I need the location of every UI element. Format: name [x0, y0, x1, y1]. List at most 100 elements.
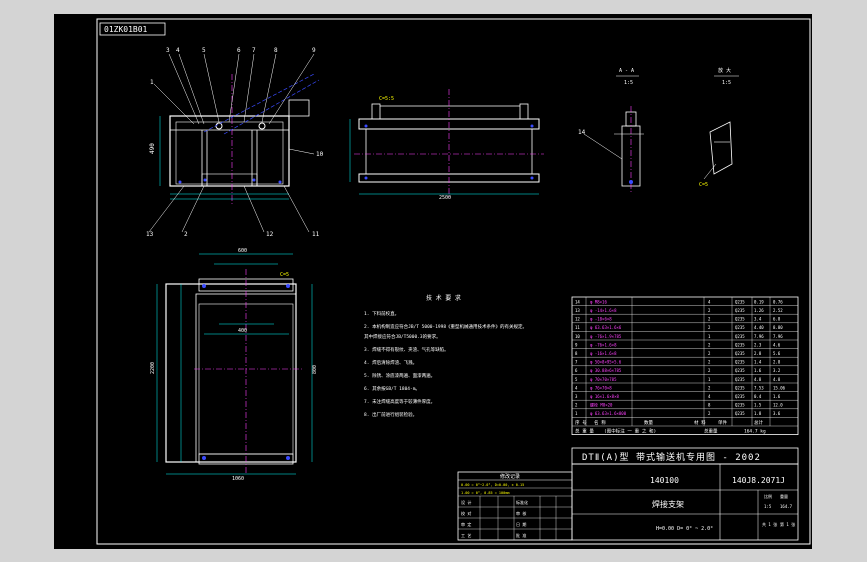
svg-text:A - A: A - A	[619, 68, 634, 74]
svg-text:8. 出厂前进行组装检验。: 8. 出厂前进行组装检验。	[364, 411, 417, 418]
part-name: 焊接支架	[652, 499, 684, 509]
bom-cell: 0.19	[754, 299, 764, 304]
svg-text:1:5: 1:5	[764, 504, 772, 509]
balloon-labels: 1 3 4 5 6 7 8 9 10 11 12 13 2 490	[146, 47, 324, 238]
svg-text:4. 焊后清除焊渣、飞溅。: 4. 焊后清除焊渣、飞溅。	[364, 359, 417, 366]
front-view	[148, 53, 320, 233]
bom-cell: 2	[708, 368, 711, 373]
bom-cell: 4.8	[773, 377, 781, 382]
bom-cell: 7.53	[754, 385, 764, 390]
bom-cell: Q235	[735, 334, 745, 339]
svg-text:9: 9	[312, 47, 316, 54]
bom-cell: φ 63.63×1.6×6	[590, 325, 622, 330]
bom-cell: φ 30.88×6×785	[590, 368, 622, 373]
title-banner: DTⅡ(A)型 带式输送机专用图 - 2002	[582, 451, 761, 463]
sign-cell: 审 定	[461, 521, 471, 527]
bom-header-cell: 名 称	[594, 419, 606, 426]
svg-text:1: 1	[150, 79, 154, 86]
bom-cell: 7	[575, 360, 578, 365]
bom-cell: φ -18×6×8	[590, 317, 612, 322]
bom-cell: 2	[708, 360, 711, 365]
bom-cell: 4.6	[773, 342, 781, 347]
technical-notes: 技 术 要 求 1. 下料前校直。 2. 本机构制造应符合JB/T 5000-1…	[364, 294, 527, 418]
drawing-code-right: 140J8.2071J	[732, 476, 785, 485]
bom-cell: Q235	[735, 368, 745, 373]
bom-cell: 9	[575, 342, 578, 347]
bom-cell: Q235	[735, 394, 745, 399]
bom-cell: Q235	[735, 351, 745, 356]
bom-cell: 13	[575, 308, 580, 313]
bom-cell: 11	[575, 325, 580, 330]
svg-text:14: 14	[578, 129, 586, 136]
bom-cell: φ 76×70×8	[590, 385, 612, 390]
svg-text:11: 11	[312, 231, 320, 238]
svg-text:重量: 重量	[780, 493, 788, 499]
svg-text:490: 490	[149, 143, 156, 154]
svg-text:2: 2	[184, 231, 188, 238]
sign-cell: 标准化	[516, 499, 528, 505]
svg-text:400: 400	[238, 328, 247, 334]
bom-header-cell: 单件	[718, 419, 727, 426]
stamp-box	[99, 22, 166, 36]
bom-cell: φ -76×1.9×785	[590, 334, 622, 339]
bom-cell: φ -76×1.6×8	[590, 342, 617, 347]
svg-text:7: 7	[252, 47, 256, 54]
svg-text:其中焊接应符合JB/T5000.3的要求。: 其中焊接应符合JB/T5000.3的要求。	[364, 333, 441, 340]
bom-cell: 1.6	[754, 368, 762, 373]
plan-view: 2200 1060 600 400 800 C=5	[150, 248, 318, 482]
svg-text:8: 8	[274, 47, 278, 54]
svg-text:共 1 张: 共 1 张	[762, 521, 777, 527]
bom-cell: 2	[708, 317, 711, 322]
svg-text:6: 6	[237, 47, 241, 54]
bom-cell: Q235	[735, 325, 745, 330]
svg-text:修改记录: 修改记录	[500, 473, 520, 480]
bom-cell: 4.8	[754, 377, 762, 382]
sign-cell: 审 核	[516, 510, 526, 516]
drawing-viewport[interactable]: 01ZK01B01	[54, 14, 812, 549]
section-a: A - A 1:5 14	[578, 68, 644, 194]
bom-cell: 1.4	[754, 360, 762, 365]
bom-cell: 2	[708, 385, 711, 390]
bom-cell: 7.96	[773, 334, 783, 339]
bom-cell: 5	[575, 377, 578, 382]
bom-cell: 5.6	[773, 351, 781, 356]
tolerance-note: H=0.00 D= 0° ~ 2.0°	[656, 526, 713, 532]
cad-drawing-sheet[interactable]: 01ZK01B01	[54, 14, 812, 549]
bom-cell: Q235	[735, 342, 745, 347]
sign-cell: 工 艺	[461, 533, 471, 538]
drawing-border	[96, 18, 811, 545]
svg-text:C=5:5: C=5:5	[379, 96, 394, 102]
bom-cell: 2	[708, 411, 711, 416]
bom-cell: 2	[708, 342, 711, 347]
bom-cell: 0.76	[773, 299, 783, 304]
svg-text:5. 除锈、涂底漆两遍、面漆两遍。: 5. 除锈、涂底漆两遍、面漆两遍。	[364, 372, 435, 379]
side-view: 2500 C=5:5	[349, 89, 544, 201]
bom-cell: 15.06	[773, 385, 786, 390]
title-block: DTⅡ(A)型 带式输送机专用图 - 2002 140100 140J8.207…	[571, 447, 799, 541]
sign-cell: 批 准	[516, 532, 526, 538]
bom-cell: φ 70×70×785	[590, 377, 617, 382]
svg-text:0.00 = 0°~2.0°, D=0.00, ± 0.15: 0.00 = 0°~2.0°, D=0.00, ± 0.15	[461, 483, 524, 487]
signature-block: 修改记录 0.00 = 0°~2.0°, D=0.00, ± 0.15 1.00…	[457, 471, 573, 541]
bom-cell: 4	[575, 385, 578, 390]
svg-text:2200: 2200	[150, 362, 156, 374]
svg-text:2500: 2500	[439, 195, 451, 201]
svg-text:6. 其余按GB/T 1804-m。: 6. 其余按GB/T 1804-m。	[364, 385, 420, 392]
bom-cell: Q235	[735, 308, 745, 313]
svg-text:3. 焊缝不得有裂纹、夹渣、气孔等缺陷。: 3. 焊缝不得有裂纹、夹渣、气孔等缺陷。	[364, 346, 449, 353]
bom-cell: Q235	[735, 299, 745, 304]
bom-cell: 4.40	[754, 325, 764, 330]
bom-cell: 6	[575, 368, 578, 373]
svg-text:技 术 要 求: 技 术 要 求	[426, 294, 461, 302]
svg-text:1.00 = 0°, 0.85 = 100mm: 1.00 = 0°, 0.85 = 100mm	[461, 491, 509, 495]
svg-text:800: 800	[312, 365, 318, 374]
svg-text:1. 下料前校直。: 1. 下料前校直。	[364, 310, 399, 317]
bom-cell: 2.8	[773, 360, 781, 365]
bom-cell: 4	[708, 299, 711, 304]
bom-cell: 3	[575, 394, 578, 399]
bom-cell: 4	[708, 394, 711, 399]
bom-cell: Q235	[735, 377, 745, 382]
svg-text:1:5: 1:5	[624, 80, 633, 86]
bom-cell: 1.8	[754, 411, 762, 416]
